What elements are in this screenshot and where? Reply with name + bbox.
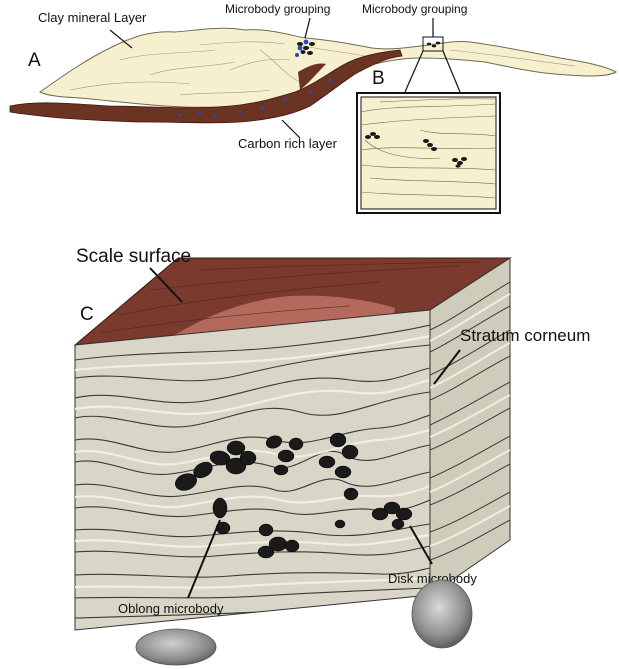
label-carbon-rich-layer: Carbon rich layer: [238, 136, 338, 151]
inset-texture: [361, 98, 496, 199]
cube-microbodies: [175, 432, 413, 559]
panel-b: B: [356, 68, 501, 214]
label-scale-surface: Scale surface: [76, 246, 191, 267]
leader-lines-a: [109, 17, 461, 139]
panel-c: C: [73, 246, 590, 666]
clay-mineral-layer: [39, 27, 618, 108]
panel-label-b: B: [372, 68, 385, 89]
microbody-cluster-small: [426, 41, 441, 48]
label-stratum-corneum: Stratum corneum: [460, 326, 590, 345]
oblong-microbody-illustration: [135, 628, 217, 666]
side-strata-light: [430, 293, 510, 547]
panel-label-a: A: [28, 50, 41, 71]
label-oblong-microbody: Oblong microbody: [118, 601, 224, 616]
disk-microbody-illustration: [411, 579, 473, 649]
cube-front-face: [74, 309, 431, 631]
label-microbody-grouping-2: Microbody grouping: [362, 2, 467, 16]
label-microbody-grouping-1: Microbody grouping: [225, 2, 330, 16]
label-disk-microbody: Disk microbody: [388, 571, 477, 586]
front-strata-light: [75, 334, 430, 589]
label-clay-mineral-layer: Clay mineral Layer: [38, 10, 147, 25]
cube-side-face: [429, 257, 511, 596]
panel-a: A Clay mineral Layer Microbody grouping …: [9, 2, 618, 151]
panel-label-c: C: [80, 304, 94, 325]
clay-texture: [69, 41, 576, 96]
front-strata: [75, 324, 430, 619]
leader-lines-c: [149, 267, 461, 599]
inset-background: [360, 96, 497, 210]
side-strata: [430, 281, 510, 561]
microbody-cluster-a: [295, 39, 315, 57]
carbon-streak: [298, 63, 326, 90]
carbon-blue-dots: [178, 78, 332, 118]
inset-microbodies: [365, 132, 467, 168]
carbon-rich-layer: [9, 49, 403, 124]
